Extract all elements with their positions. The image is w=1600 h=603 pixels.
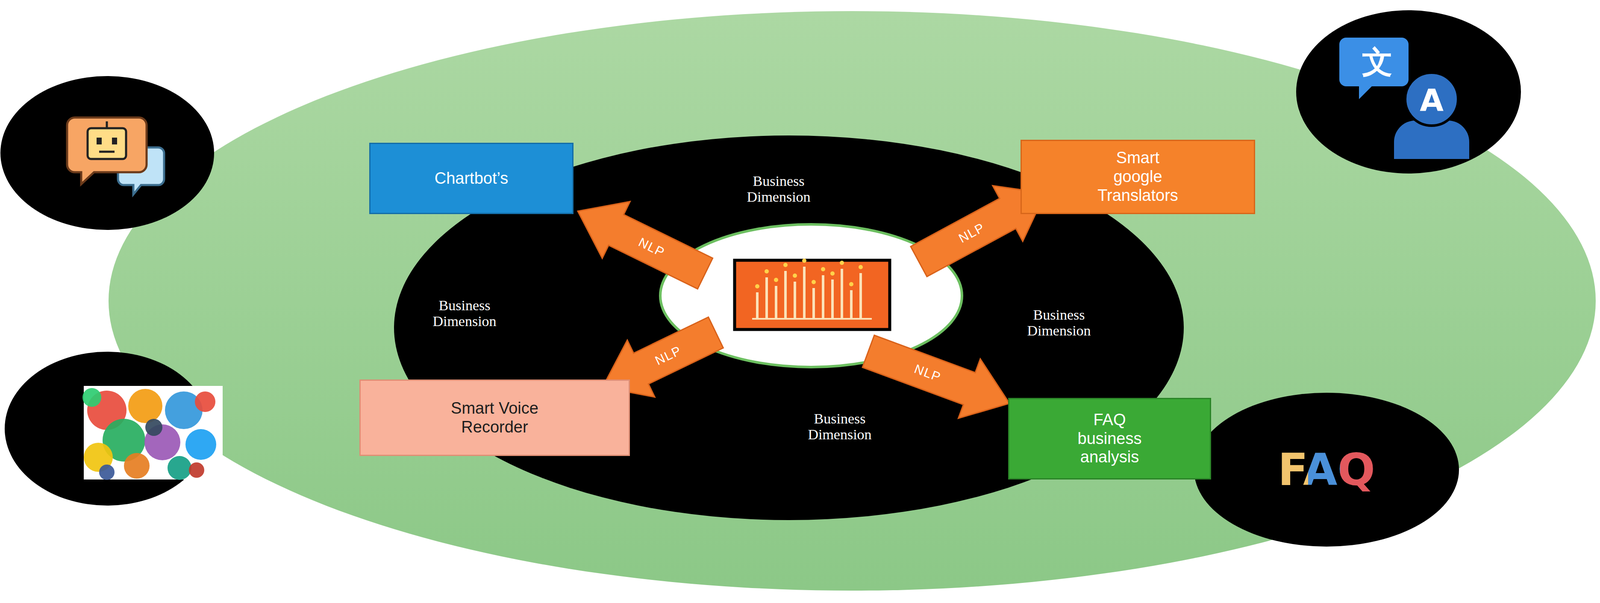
- icon-bar: [793, 281, 797, 318]
- label-anchor: 文: [1361, 41, 1393, 83]
- icon-bar: [859, 273, 862, 318]
- box-text: Smart Voice Recorder: [426, 399, 564, 437]
- process-box: Chartbot’s: [369, 142, 574, 215]
- icon-dot: [783, 262, 788, 268]
- social-collage: [83, 385, 223, 480]
- region-label: Business Dimension: [746, 173, 811, 206]
- arrow-label: NLP: [635, 234, 668, 260]
- icon-bars: [755, 258, 863, 318]
- social-bubble: [185, 429, 217, 460]
- icon-dot: [811, 279, 816, 285]
- box-text: Smart google Translators: [1097, 148, 1179, 205]
- label-anchor: Business Dimension: [746, 173, 811, 206]
- robot-eye: [111, 137, 118, 145]
- bar-chart-icon: [734, 258, 890, 330]
- icon-bar: [802, 266, 806, 318]
- region-label: Business Dimension: [807, 410, 872, 443]
- icon-dot: [830, 271, 835, 276]
- translate-icon: [1339, 37, 1470, 159]
- icon-bar: [774, 285, 778, 318]
- box-text: Chartbot’s: [434, 169, 509, 189]
- robot-eye: [96, 137, 102, 145]
- icon-circle: [1296, 10, 1521, 174]
- icon-frame: [734, 260, 890, 330]
- box-text: FAQ business analysis: [1077, 410, 1142, 467]
- icon-dot: [755, 284, 760, 289]
- icon-dot: [773, 277, 779, 283]
- icon-dot: [764, 269, 769, 274]
- label-anchor: NLP: [912, 361, 944, 385]
- icon-dot: [792, 273, 798, 278]
- robot-face: [87, 128, 127, 159]
- icon-dot: [839, 260, 845, 265]
- process-box: Smart Voice Recorder: [359, 379, 630, 456]
- process-box: Smart google Translators: [1020, 139, 1256, 215]
- icon-circle: [1194, 392, 1459, 547]
- label-anchor: Business Dimension: [1026, 306, 1091, 339]
- icon-baseline: [752, 317, 872, 320]
- arrow-label: NLP: [956, 220, 988, 247]
- social-bubbles: [82, 388, 217, 480]
- region-label: Business Dimension: [432, 297, 497, 330]
- label-anchor: A: [1419, 82, 1444, 118]
- social-bubble: [99, 464, 115, 480]
- arrow-label: NLP: [912, 361, 944, 385]
- nlp-arrow: [577, 201, 713, 289]
- icon-bar: [765, 277, 768, 318]
- speech-bubble: [1339, 37, 1409, 100]
- icon-bar: [831, 279, 834, 318]
- social-bubble: [145, 418, 163, 436]
- label-anchor: FAQ: [1277, 443, 1376, 496]
- icon-dot: [820, 267, 826, 272]
- chatbot-icon: [67, 117, 165, 195]
- region-label: Business Dimension: [1026, 306, 1091, 339]
- icon-bar: [784, 270, 787, 318]
- icon-bar: [755, 292, 759, 318]
- label-anchor: Business Dimension: [432, 297, 497, 330]
- process-box: FAQ business analysis: [1008, 397, 1212, 480]
- faq-logo: FAQ: [1277, 443, 1376, 496]
- label-anchor: NLP: [635, 234, 668, 260]
- nlp-arrow: [862, 335, 1010, 418]
- icon-bar: [812, 288, 815, 318]
- social-bubble: [167, 455, 192, 480]
- robot-antenna: [105, 121, 109, 129]
- label-anchor: NLP: [652, 342, 684, 368]
- icon-glyph: 文: [1361, 41, 1393, 83]
- social-bubble: [123, 452, 150, 479]
- social-bubble: [194, 391, 216, 412]
- arrow-label: NLP: [652, 342, 684, 368]
- icon-bar: [850, 290, 853, 318]
- label-anchor: Business Dimension: [807, 410, 872, 443]
- bubble-main: [67, 117, 147, 185]
- icon-dot: [849, 282, 854, 287]
- nlp-arrows: [577, 185, 1046, 418]
- label-anchor: NLP: [956, 220, 988, 247]
- icon-glyph: A: [1419, 82, 1444, 118]
- icon-dot: [858, 264, 863, 270]
- icon-bar: [840, 268, 844, 318]
- person-head: [1405, 72, 1459, 126]
- icon-bar: [821, 275, 825, 318]
- social-bubble: [82, 388, 102, 407]
- robot-mouth: [99, 150, 115, 153]
- icon-dot: [802, 258, 807, 263]
- social-bubble: [128, 388, 163, 424]
- social-bubble: [188, 462, 205, 478]
- icon-circle: [0, 76, 215, 230]
